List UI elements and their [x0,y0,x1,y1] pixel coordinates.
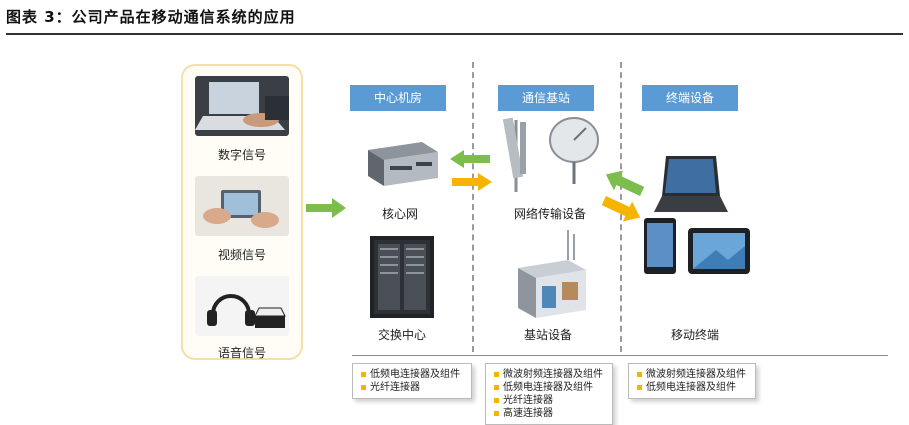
arrow-down-right-yellow [601,196,641,222]
bullet-icon [637,384,642,390]
title-rule [6,33,903,35]
bullet-icon [361,384,366,390]
headphones-audio-photo [195,276,289,336]
bullet-icon [637,371,642,377]
connector-box-base-station: 微波射频连接器及组件 低频电连接器及组件 光纤连接器 高速连接器 [485,363,613,425]
signal-label-video: 视频信号 [217,248,266,262]
tablet-portrait-icon [644,218,676,274]
base-station-equipment-icon [518,230,586,318]
signal-label-digital: 数字信号 [217,148,266,162]
header-base-station: 通信基站 [498,85,594,111]
signal-label-voice: 语音信号 [217,346,266,360]
bullet-icon [361,371,366,377]
bullet-icon [494,397,499,403]
device-label-network-transport: 网络传输设备 [513,207,586,221]
figure-title: 图表 3：公司产品在移动通信系统的应用 [6,8,296,26]
divider-left [472,62,474,352]
laptop-typing-photo [195,76,289,136]
connector-box-terminal: 微波射频连接器及组件 低频电连接器及组件 [628,363,756,399]
device-label-mobile-terminal: 移动终端 [670,328,719,342]
tablet-video-photo [195,176,289,236]
connector-item: 微波射频连接器及组件 [494,368,606,381]
connector-item: 低频电连接器及组件 [361,368,465,381]
bullet-icon [494,371,499,377]
signal-sources-panel: 数字信号 视频信号 语音信号 [181,64,303,360]
connector-item: 高速连接器 [494,407,606,420]
tablet-landscape-icon [688,228,750,274]
connector-item: 光纤连接器 [494,394,606,407]
bullet-icon [494,410,499,416]
arrow-left-green [450,150,490,168]
connector-item: 低频电连接器及组件 [637,381,749,394]
device-label-core-network: 核心网 [381,207,418,221]
arrow-right-yellow [452,173,492,191]
connector-item: 低频电连接器及组件 [494,381,606,394]
antenna-dish-icon [502,117,599,192]
device-label-base-station: 基站设备 [523,328,572,342]
connector-box-central-room: 低频电连接器及组件 光纤连接器 [352,363,472,399]
arrow-right-green [306,198,346,218]
connector-item: 光纤连接器 [361,381,465,394]
arrow-up-left-green [605,170,645,196]
laptop-icon [654,156,728,212]
core-network-device-icon [368,142,438,186]
switching-center-rack-icon [370,236,434,318]
header-central-room: 中心机房 [350,85,446,111]
bullet-icon [494,384,499,390]
connector-item: 微波射频连接器及组件 [637,368,749,381]
header-terminal: 终端设备 [642,85,738,111]
device-label-switching-center: 交换中心 [377,328,426,342]
connector-baseline [352,355,888,356]
